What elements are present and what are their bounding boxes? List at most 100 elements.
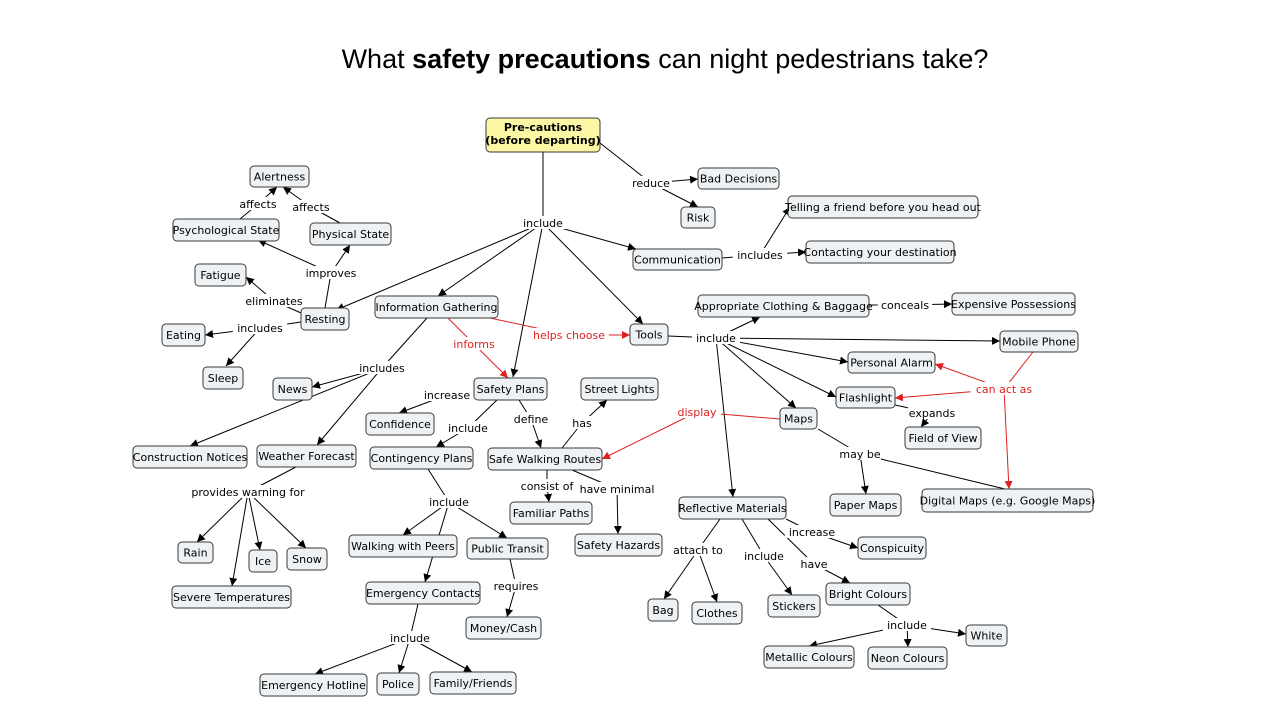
- link-label-include-sp: include: [448, 422, 488, 435]
- title-post: can night pedestrians take?: [650, 44, 989, 74]
- node-box: [132, 445, 248, 469]
- node-alertness[interactable]: Alertness: [249, 165, 310, 188]
- node-tools[interactable]: Tools: [629, 323, 669, 346]
- node-expensive[interactable]: Expensive Possessions: [951, 292, 1076, 316]
- node-news[interactable]: News: [272, 377, 313, 401]
- node-safety-hazards[interactable]: Safety Hazards: [574, 533, 663, 557]
- node-reflective[interactable]: Reflective Materials: [678, 496, 787, 520]
- node-label: Safe Walking Routes: [489, 453, 602, 466]
- node-personal-alarm[interactable]: Personal Alarm: [847, 351, 936, 374]
- node-precautions[interactable]: Pre-cautions(before departing): [485, 117, 601, 153]
- node-police[interactable]: Police: [376, 672, 420, 696]
- node-severe-temps[interactable]: Severe Temperatures: [171, 585, 292, 609]
- edge-include-stickers: [763, 555, 793, 596]
- link-label-requires: requires: [494, 580, 539, 593]
- node-paper-maps[interactable]: Paper Maps: [829, 493, 902, 517]
- node-clothing[interactable]: Appropriate Clothing & Baggage: [694, 294, 873, 318]
- link-label-bg: [443, 421, 493, 434]
- node-box: [691, 601, 743, 625]
- node-box: [376, 672, 420, 696]
- node-ice[interactable]: Ice: [248, 549, 278, 573]
- node-psych-state[interactable]: Psychological State: [172, 218, 280, 242]
- node-digital-maps[interactable]: Digital Maps (e.g. Google Maps): [920, 488, 1096, 513]
- link-label-bg: [424, 495, 474, 508]
- node-label: Snow: [292, 553, 322, 566]
- node-label: Paper Maps: [834, 499, 898, 512]
- node-field-of-view[interactable]: Field of View: [904, 426, 982, 450]
- node-label: Rain: [183, 547, 207, 560]
- node-contacting-dest[interactable]: Contacting your destination: [803, 240, 957, 264]
- node-clothes[interactable]: Clothes: [691, 601, 743, 625]
- node-eating[interactable]: Eating: [161, 323, 206, 347]
- node-construction[interactable]: Construction Notices: [132, 445, 248, 469]
- link-label-improves: improves: [306, 267, 357, 280]
- node-contingency[interactable]: Contingency Plans: [369, 446, 474, 470]
- link-label-bg: [739, 549, 789, 562]
- node-money-cash[interactable]: Money/Cash: [465, 616, 542, 640]
- node-sleep[interactable]: Sleep: [202, 366, 244, 390]
- node-label: Telling a friend before you head out: [784, 201, 981, 214]
- edge-haveminimal-hazards: [613, 488, 622, 535]
- node-label: Stickers: [772, 600, 816, 613]
- link-label-have-rm: have: [801, 558, 828, 571]
- node-label: Resting: [305, 313, 346, 326]
- node-flashlight[interactable]: Flashlight: [835, 386, 896, 409]
- node-conspicuity[interactable]: Conspicuity: [857, 536, 927, 560]
- node-box: [904, 426, 982, 450]
- node-public-transit[interactable]: Public Transit: [466, 537, 549, 560]
- node-bright-colours[interactable]: Bright Colours: [825, 582, 911, 606]
- link-label-may-be: may be: [839, 448, 880, 461]
- node-label: (before departing): [485, 134, 600, 147]
- link-label-attach-to: attach to: [673, 544, 723, 557]
- edge-includes-weather: [316, 367, 383, 446]
- node-communication[interactable]: Communication: [632, 248, 723, 271]
- node-rain[interactable]: Rain: [177, 541, 214, 564]
- node-box: [779, 407, 818, 430]
- node-telling-friend[interactable]: Telling a friend before you head out: [784, 195, 982, 219]
- node-risk[interactable]: Risk: [680, 206, 716, 229]
- node-bag[interactable]: Bag: [647, 598, 679, 622]
- link-label-bg: [970, 382, 1038, 395]
- node-street-lights[interactable]: Street Lights: [580, 377, 659, 401]
- edge-reflective-have: [767, 518, 815, 565]
- node-box: [647, 598, 679, 622]
- node-info-gathering[interactable]: Information Gathering: [374, 295, 499, 319]
- node-label: Maps: [784, 413, 813, 426]
- node-safe-routes[interactable]: Safe Walking Routes: [487, 447, 603, 471]
- node-maps[interactable]: Maps: [779, 407, 818, 430]
- node-emergency-hotline[interactable]: Emergency Hotline: [259, 673, 368, 697]
- node-label: Emergency Contacts: [366, 587, 480, 600]
- node-snow[interactable]: Snow: [286, 547, 328, 571]
- link-label-bg: [286, 200, 336, 213]
- link-label-bg: [240, 294, 308, 307]
- node-safety-plans[interactable]: Safety Plans: [473, 377, 548, 401]
- node-label: Fatigue: [200, 269, 240, 282]
- node-mobile-phone[interactable]: Mobile Phone: [999, 330, 1079, 353]
- node-confidence[interactable]: Confidence: [365, 412, 435, 436]
- node-label: Bright Colours: [829, 588, 908, 601]
- node-family-friends[interactable]: Family/Friends: [429, 671, 517, 695]
- node-label: Information Gathering: [375, 301, 497, 314]
- node-familiar-paths[interactable]: Familiar Paths: [509, 501, 593, 525]
- node-white[interactable]: White: [965, 624, 1008, 647]
- node-walking-peers[interactable]: Walking with Peers: [348, 534, 458, 558]
- link-label-bg: [529, 328, 609, 341]
- node-resting[interactable]: Resting: [300, 307, 350, 331]
- node-stickers[interactable]: Stickers: [767, 594, 821, 618]
- node-fatigue[interactable]: Fatigue: [194, 263, 247, 287]
- node-emergency-contacts[interactable]: Emergency Contacts: [365, 581, 481, 605]
- edge-include-mobile: [715, 336, 1001, 345]
- link-label-bg: [488, 579, 544, 592]
- node-neon[interactable]: Neon Colours: [867, 646, 948, 670]
- node-label: Public Transit: [471, 543, 544, 556]
- node-metallic[interactable]: Metallic Colours: [763, 645, 855, 669]
- node-bad-decisions[interactable]: Bad Decisions: [697, 167, 780, 190]
- node-physical-state[interactable]: Physical State: [309, 222, 392, 246]
- node-label: Reflective Materials: [678, 502, 786, 515]
- edge-include-reflective: [715, 337, 737, 498]
- node-box: [867, 646, 948, 670]
- node-box: [473, 377, 548, 401]
- node-weather[interactable]: Weather Forecast: [256, 444, 357, 468]
- link-label-bg: [570, 416, 594, 429]
